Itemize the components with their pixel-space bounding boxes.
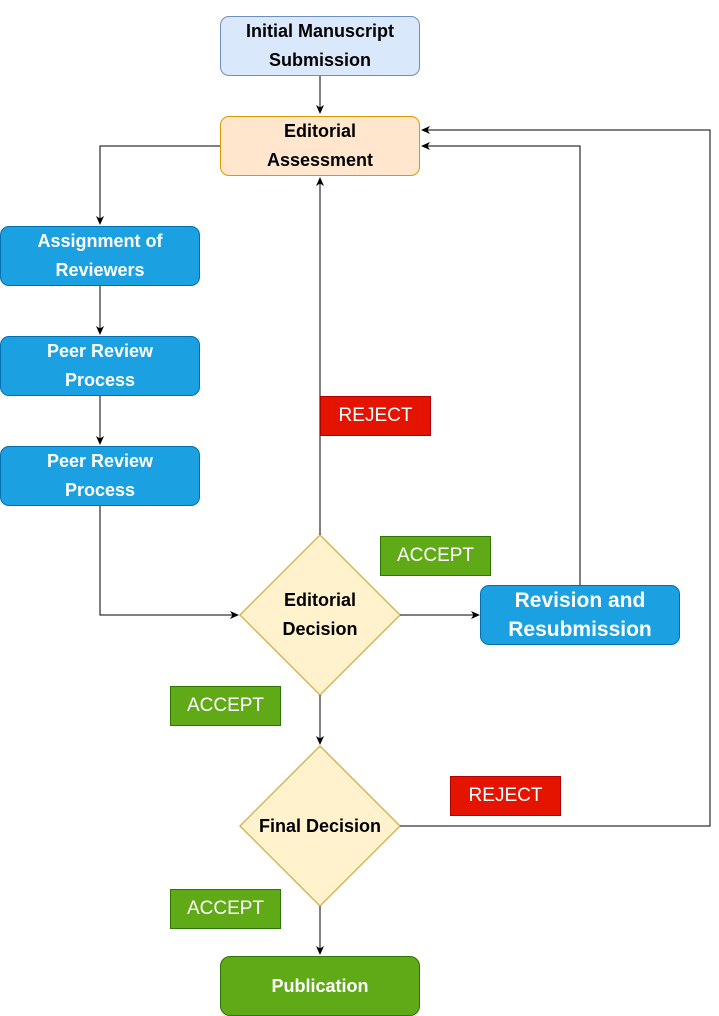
initial-submission-label: Initial Manuscript Submission (245, 21, 395, 70)
revision-resubmission-label: Revision and Resubmission (508, 589, 652, 641)
editorial-assessment-label: Editorial Assessment (266, 121, 374, 170)
accept-label-final: ACCEPT (170, 686, 281, 726)
accept-label-publication: ACCEPT (170, 889, 281, 929)
reject-label-final: REJECT (450, 776, 561, 816)
peer-review-process-label-2: Peer Review Process (46, 451, 154, 500)
edge-final-decision-reject-to-assessment (400, 126, 711, 827)
publication-node[interactable]: Publication (220, 956, 420, 1016)
final-decision-text: Final Decision (240, 796, 400, 856)
assignment-of-reviewers-node[interactable]: Assignment of Reviewers (0, 226, 200, 286)
edge-assessment-to-assignment (96, 145, 220, 225)
edge-peer-review-2-to-editorial-decision (99, 506, 239, 619)
revision-resubmission-node[interactable]: Revision and Resubmission (480, 585, 680, 645)
editorial-decision-label: Editorial Decision (282, 590, 358, 639)
initial-submission-node[interactable]: Initial Manuscript Submission (220, 16, 420, 76)
publication-label: Publication (271, 975, 369, 996)
peer-review-process-node-1[interactable]: Peer Review Process (0, 336, 200, 396)
edge-revision-to-assessment (421, 142, 581, 585)
assignment-of-reviewers-label: Assignment of Reviewers (37, 231, 163, 280)
accept-label-revision: ACCEPT (380, 536, 491, 576)
reject-label-editorial: REJECT (320, 396, 431, 436)
final-decision-label: Final Decision (258, 815, 382, 836)
peer-review-process-node-2[interactable]: Peer Review Process (0, 446, 200, 506)
editorial-assessment-node[interactable]: Editorial Assessment (220, 116, 420, 176)
peer-review-process-label-1: Peer Review Process (46, 341, 154, 390)
editorial-decision-text: Editorial Decision (240, 585, 400, 645)
